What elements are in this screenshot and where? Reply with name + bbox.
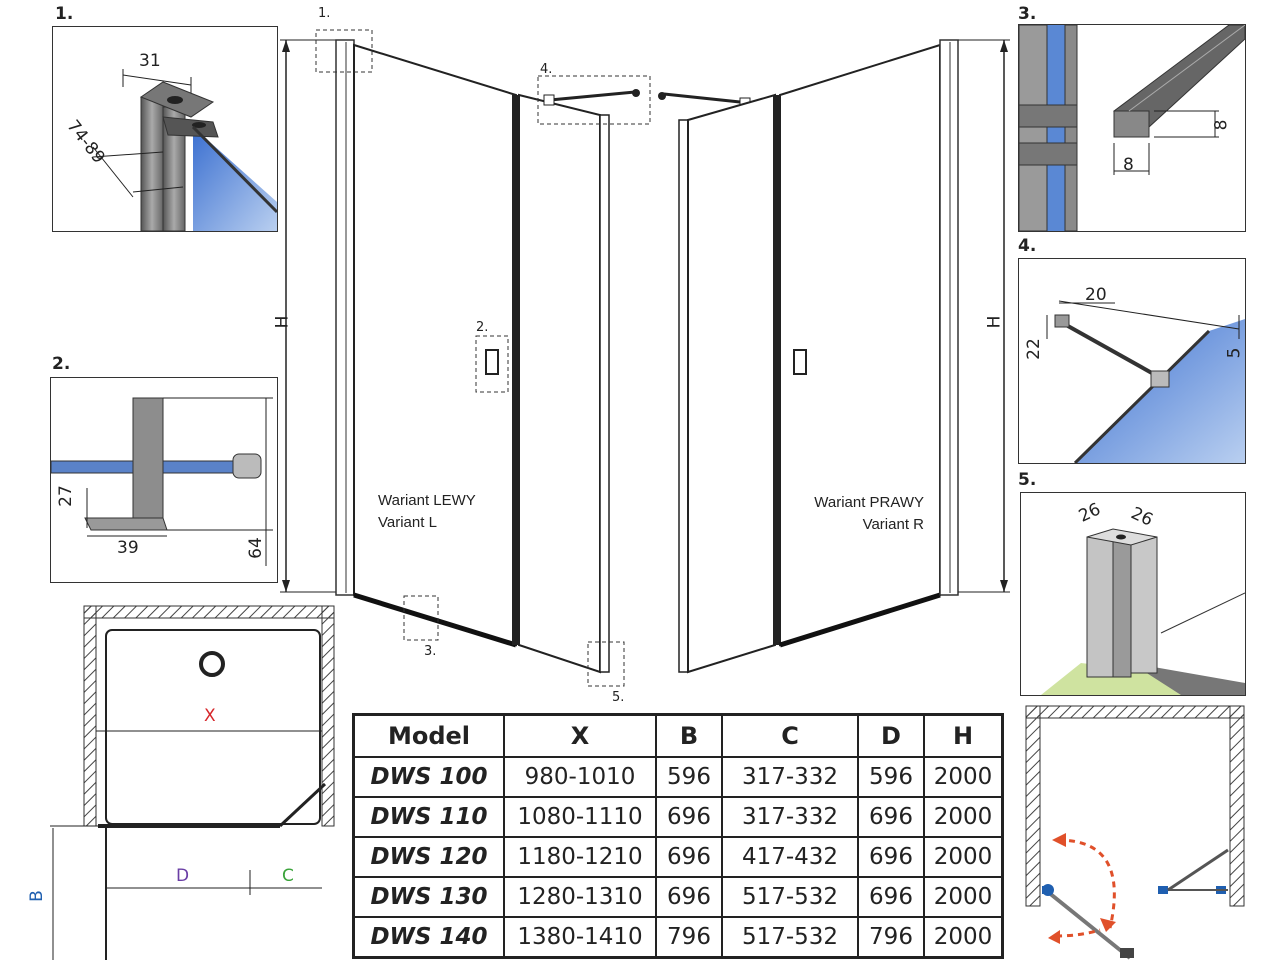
- detail-4-dim-22: 22: [1023, 338, 1044, 360]
- detail-1-illustration: [92, 69, 277, 231]
- table-row: DWS 140 1380-1410 796 517-532 796 2000: [352, 916, 1004, 959]
- detail-5-panel: 26 26: [1020, 492, 1246, 696]
- variant-left-subtitle: Variant L: [378, 514, 437, 531]
- cell-h: 2000: [923, 756, 1004, 798]
- cell-h: 2000: [923, 836, 1004, 878]
- plan-d-label: D: [176, 866, 190, 886]
- plan-view: [50, 605, 335, 960]
- variant-right-subtitle: Variant R: [862, 516, 924, 533]
- cell-model: DWS 140: [352, 916, 505, 959]
- cell-b: 696: [655, 796, 723, 838]
- header-x: X: [503, 713, 657, 758]
- table-row: DWS 120 1180-1210 696 417-432 696 2000: [352, 836, 1004, 878]
- detail-4-dim-20: 20: [1085, 285, 1107, 305]
- cell-model: DWS 110: [352, 796, 505, 838]
- detail-2-number: 2.: [52, 354, 71, 374]
- detail-3-panel: 8 8: [1018, 24, 1246, 232]
- cell-d: 696: [857, 796, 925, 838]
- cell-b: 796: [655, 916, 723, 959]
- cell-model: DWS 120: [352, 836, 505, 878]
- cell-x: 1180-1210: [503, 836, 657, 878]
- header-model: Model: [352, 713, 505, 758]
- detail-1-dim-31: 31: [139, 51, 161, 71]
- detail-2-dim-64: 64: [245, 537, 266, 559]
- detail-2-panel: 27 39 64: [50, 377, 278, 583]
- cell-h: 2000: [923, 916, 1004, 959]
- plan-x-label: X: [204, 706, 216, 726]
- cell-x: 1380-1410: [503, 916, 657, 959]
- cell-c: 317-332: [721, 796, 859, 838]
- detail-3-illustration: [1019, 25, 1245, 231]
- cell-h: 2000: [923, 796, 1004, 838]
- detail-4-illustration: [1046, 300, 1245, 463]
- callout-2-label: 2.: [476, 320, 489, 335]
- detail-2-dim-39: 39: [117, 538, 139, 558]
- cell-model: DWS 100: [352, 756, 505, 798]
- cell-d: 596: [857, 756, 925, 798]
- cell-c: 517-532: [721, 876, 859, 918]
- variant-right-label: Wariant PRAWY Variant R: [804, 492, 924, 536]
- cell-b: 696: [655, 876, 723, 918]
- cell-x: 1080-1110: [503, 796, 657, 838]
- cell-h: 2000: [923, 876, 1004, 918]
- h-dimension-right: H: [984, 315, 1005, 329]
- detail-5-number: 5.: [1018, 470, 1037, 490]
- detail-3-number: 3.: [1018, 4, 1037, 24]
- header-h: H: [923, 713, 1004, 758]
- detail-3-dim-8-height: 8: [1211, 119, 1232, 131]
- detail-1-number: 1.: [55, 4, 74, 24]
- table-row: DWS 100 980-1010 596 317-332 596 2000: [352, 756, 1004, 798]
- callout-5-label: 5.: [612, 690, 625, 705]
- detail-2-illustration: [51, 397, 273, 566]
- detail-4-dim-5: 5: [1224, 347, 1245, 359]
- header-b: B: [655, 713, 723, 758]
- detail-2-dim-27: 27: [55, 485, 76, 507]
- variant-right-title: Wariant PRAWY: [814, 494, 924, 511]
- cell-b: 596: [655, 756, 723, 798]
- table-row: DWS 130 1280-1310 696 517-532 696 2000: [352, 876, 1004, 918]
- plan-c-label: C: [282, 866, 294, 886]
- h-dimension-left: H: [272, 315, 293, 329]
- cell-x: 980-1010: [503, 756, 657, 798]
- table-header-row: Model X B C D H: [352, 713, 1004, 758]
- header-d: D: [857, 713, 925, 758]
- variant-left-label: Wariant LEWY Variant L: [378, 490, 476, 534]
- detail-4-panel: 20 22 5: [1018, 258, 1246, 464]
- door-swing-plan: [1025, 705, 1245, 960]
- model-spec-table: Model X B C D H DWS 100 980-1010 596 317…: [352, 713, 1004, 959]
- cell-b: 696: [655, 836, 723, 878]
- cell-c: 317-332: [721, 756, 859, 798]
- cell-x: 1280-1310: [503, 876, 657, 918]
- detail-3-dim-8-width: 8: [1123, 155, 1134, 175]
- table-row: DWS 110 1080-1110 696 317-332 696 2000: [352, 796, 1004, 838]
- callout-3-label: 3.: [424, 644, 437, 659]
- detail-4-number: 4.: [1018, 236, 1037, 256]
- header-c: C: [721, 713, 859, 758]
- cell-d: 696: [857, 876, 925, 918]
- detail-1-panel: 31 74-89: [52, 26, 278, 232]
- variant-left-title: Wariant LEWY: [378, 492, 476, 509]
- main-elevation-drawing: [280, 29, 1010, 687]
- cell-c: 517-532: [721, 916, 859, 959]
- cell-d: 796: [857, 916, 925, 959]
- callout-1-label: 1.: [318, 6, 331, 21]
- cell-c: 417-432: [721, 836, 859, 878]
- cell-model: DWS 130: [352, 876, 505, 918]
- callout-4-label: 4.: [540, 62, 553, 77]
- cell-d: 696: [857, 836, 925, 878]
- detail-5-illustration: [1041, 528, 1245, 695]
- plan-b-label: B: [26, 890, 47, 902]
